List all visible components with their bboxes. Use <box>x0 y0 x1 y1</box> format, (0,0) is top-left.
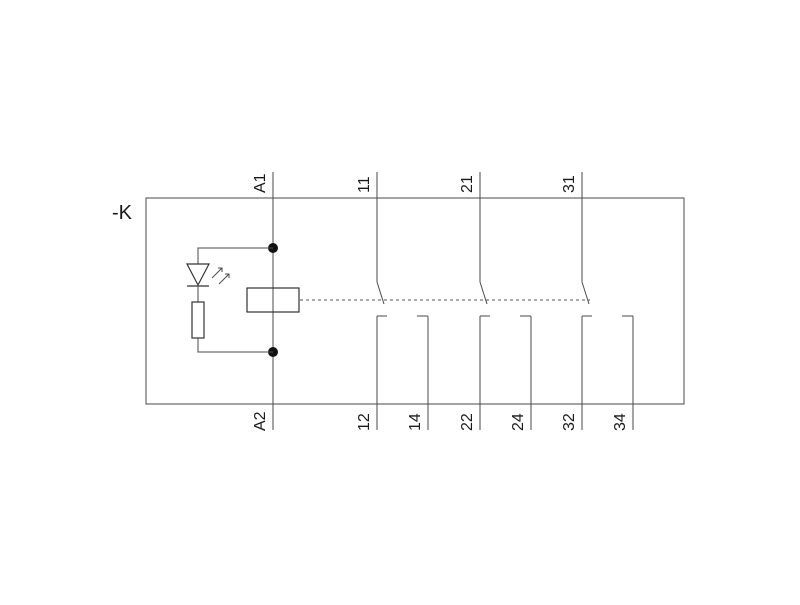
contact-2-no-label: 24 <box>510 413 527 431</box>
contact-2-common-label: 21 <box>459 175 476 193</box>
device-label: -K <box>112 202 133 224</box>
contact-set-2: 21 22 24 <box>459 172 532 431</box>
resistor-icon <box>191 301 205 339</box>
contact-switch-blade <box>376 281 385 305</box>
contact-switch-blade <box>479 281 488 305</box>
indicator-wire-top <box>197 247 273 264</box>
led-icon <box>186 263 230 302</box>
relay-coil <box>246 287 300 313</box>
indicator-wire-bottom <box>197 338 273 353</box>
contact-set-1: 11 12 14 <box>356 172 429 431</box>
contact-set-3: 31 32 34 <box>561 172 634 431</box>
coil-terminal-a2: A2 <box>252 411 269 431</box>
contact-1-nc-label: 12 <box>356 413 373 431</box>
contact-3-common-label: 31 <box>561 175 578 193</box>
contact-2-nc-label: 22 <box>459 413 476 431</box>
coil-terminal-a1: A1 <box>252 173 269 193</box>
indicator-branch <box>186 247 273 353</box>
device-enclosure <box>145 197 685 405</box>
contact-3-nc-label: 32 <box>561 413 578 431</box>
contact-1-no-label: 14 <box>407 413 424 431</box>
contact-1-common-label: 11 <box>356 176 373 193</box>
contact-3-no-label: 34 <box>612 413 629 431</box>
contact-switch-blade <box>581 281 590 305</box>
